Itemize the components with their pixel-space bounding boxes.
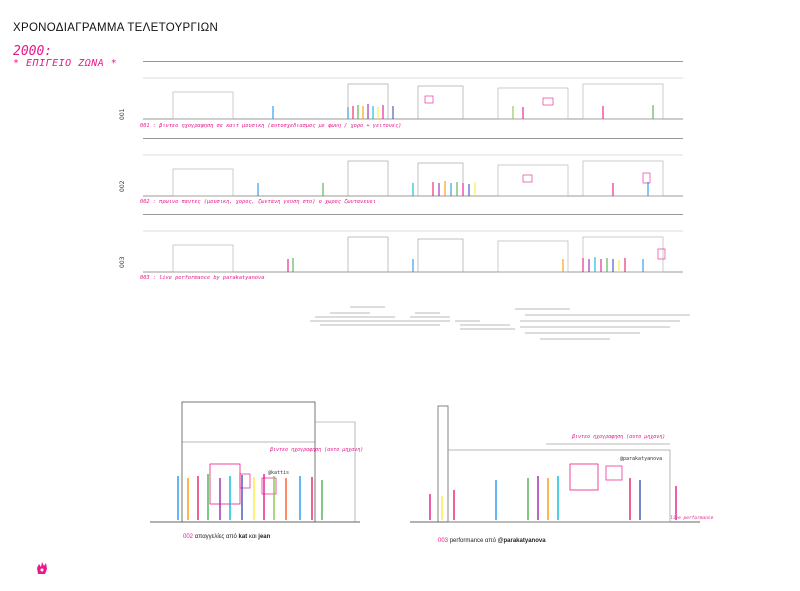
- elevation-002-drawing: [150, 401, 360, 523]
- strip-003: [143, 214, 683, 273]
- elevation-003-handle: @parakatyanova: [620, 456, 663, 462]
- elevation-002-caption-num: 002: [183, 534, 194, 540]
- strip-caption-002: 002 : πρωινο παντες (μουσικη, χορος, ζων…: [140, 199, 376, 205]
- elevation-003-side-label: live performance: [670, 516, 714, 521]
- elevation-003-caption-text: performance από: [449, 538, 496, 544]
- description-text-blocks: [310, 306, 690, 340]
- strip-number-002: 002: [119, 180, 126, 192]
- strip-002: [143, 138, 683, 197]
- elevation-003-annotation: βιντεο ηχογραφηση (αυτο μηχανη): [572, 434, 666, 440]
- strip-001: [143, 61, 683, 120]
- page-title: ΧΡΟΝΟΔΙΑΓΡΑΜΜΑ ΤΕΛΕΤΟΥΡΓΙΩΝ: [13, 22, 219, 34]
- elevation-003-drawing: [410, 405, 700, 523]
- elevation-002-caption: 002 απαγγελίες από kat και jean: [183, 534, 270, 540]
- strip-drawing-003: [143, 230, 683, 273]
- strip-caption-001: 001 : βιντεο ηχογραφηση σε καιτ μουσικη …: [140, 123, 402, 129]
- elevation-003-caption-num: 003: [438, 538, 449, 544]
- subtitle-year: 2000:: [13, 44, 53, 59]
- strip-drawing-001: [143, 77, 683, 120]
- elevation-003-name1: @parakatyanova: [497, 538, 546, 544]
- subtitle-place: * ΕΠΙΓΕΙΟ ΖΩΝΑ *: [13, 58, 118, 69]
- elevation-002-handle: @kattis: [268, 470, 290, 476]
- elevation-003-caption: 003 performance από @parakatyanova: [438, 538, 546, 544]
- elevation-002-name1: kat: [238, 534, 248, 540]
- strip-number-001: 001: [119, 108, 126, 120]
- hand-logo-icon: [37, 562, 47, 574]
- strip-caption-003: 003 : live performance by parakatyanova: [140, 275, 265, 281]
- strip-number-003: 003: [119, 256, 126, 268]
- elevation-002-caption-text: απαγγελίες από: [194, 534, 237, 540]
- elevation-002-annotation: βιντεο ηχογραφηση (αυτο μηχανη): [270, 447, 364, 453]
- elevation-002-name2: jean: [258, 534, 271, 540]
- strip-drawing-002: [143, 154, 683, 197]
- elevation-002-conj: και: [248, 534, 257, 540]
